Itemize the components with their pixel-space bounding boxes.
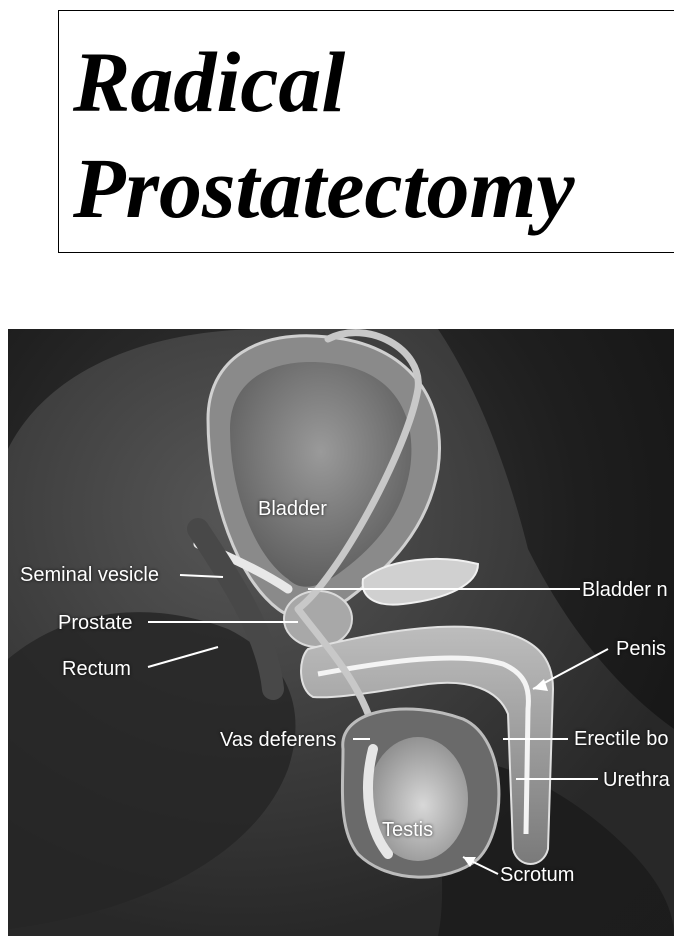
label-vas-deferens: Vas deferens xyxy=(220,730,336,750)
label-bladder: Bladder xyxy=(258,499,327,519)
label-urethra: Urethra xyxy=(603,770,670,790)
title-box: Radical Prostatectomy xyxy=(58,10,674,253)
label-rectum: Rectum xyxy=(62,659,131,679)
label-bladder-neck: Bladder n xyxy=(582,580,668,600)
label-prostate: Prostate xyxy=(58,613,132,633)
label-seminal-vesicle: Seminal vesicle xyxy=(20,565,159,585)
label-penis: Penis xyxy=(616,639,666,659)
anatomy-illustration: Bladder Seminal vesicle Prostate Rectum … xyxy=(8,329,674,936)
label-scrotum: Scrotum xyxy=(500,865,574,885)
label-testis: Testis xyxy=(382,820,433,840)
title-line-2: Prostatectomy xyxy=(73,145,575,231)
title-line-1: Radical xyxy=(73,39,345,125)
label-erectile-body: Erectile bo xyxy=(574,729,669,749)
scrotum-organ xyxy=(342,709,498,877)
